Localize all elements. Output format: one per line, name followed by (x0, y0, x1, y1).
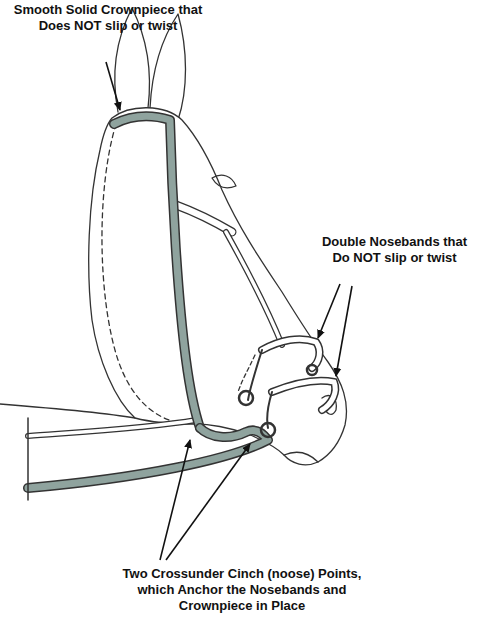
leader-arrow (336, 286, 352, 376)
crossunder-strap (248, 350, 272, 428)
far-side-strap (238, 355, 255, 392)
leader-arrow (106, 62, 120, 110)
callout-label: Smooth Solid Crownpiece that Does NOT sl… (8, 2, 208, 34)
neck-line (0, 404, 135, 418)
noseband-outline (272, 381, 335, 410)
cheek-strap-outline (226, 232, 282, 345)
browband (176, 205, 232, 232)
lead (28, 420, 196, 436)
mouth (284, 452, 318, 462)
crownpiece (28, 117, 268, 500)
cinch-ring (239, 391, 253, 405)
strap-end (27, 418, 29, 500)
crownpiece-band (114, 117, 200, 428)
noseband (262, 339, 319, 368)
leader-arrow (166, 444, 250, 560)
leader-arrow (318, 284, 340, 338)
lead-strap (28, 428, 268, 488)
head-outline (89, 108, 347, 465)
cinch-rings (239, 365, 317, 437)
lead-outline (28, 420, 196, 436)
cinch-ring (307, 365, 317, 375)
lead-strap-outline (28, 428, 268, 488)
cinch-ring (261, 423, 275, 437)
far-side-strap (102, 124, 175, 422)
horse-head (0, 8, 346, 465)
eye (212, 175, 236, 188)
callout-label: Double Nosebands that Do NOT slip or twi… (312, 234, 477, 266)
noseband-outline (262, 339, 319, 368)
leader-arrow (160, 440, 190, 560)
crownpiece-outline (114, 117, 200, 428)
noseband (272, 381, 335, 410)
leader-lines (106, 62, 352, 560)
callout-label: Two Crossunder Cinch (noose) Points, whi… (104, 566, 380, 614)
cheek-strap (226, 232, 282, 345)
browband-outline (176, 205, 232, 232)
